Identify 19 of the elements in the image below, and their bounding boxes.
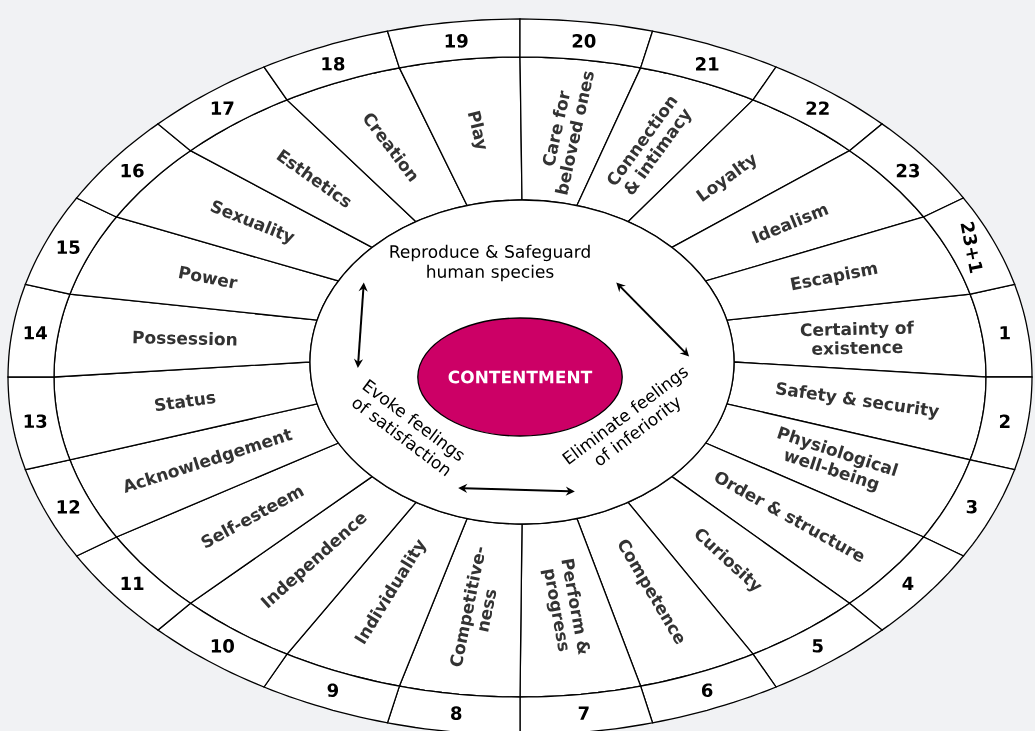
number-cell: 13 (7, 376, 71, 471)
number-cell: 20 (519, 18, 654, 69)
number-cell: 2 (969, 376, 1033, 471)
number-cell: 3 (922, 459, 1016, 557)
number-cell: 15 (24, 197, 118, 295)
number-cell: 8 (386, 685, 521, 731)
number-cell: 5 (752, 602, 884, 688)
number-cell: 7 (519, 685, 654, 731)
number-cell: 16 (75, 123, 192, 218)
number-cell: 23+1 (922, 197, 1016, 295)
number-cell: 11 (75, 536, 192, 631)
number-cell: 12 (24, 459, 118, 557)
number-cell: 6 (639, 653, 777, 724)
number-cell: 18 (263, 30, 401, 101)
number-cell: 23 (848, 123, 965, 218)
number-cell: 1 (969, 283, 1033, 378)
number-cell: 19 (386, 18, 521, 69)
number-cell: 14 (7, 283, 71, 378)
number-cell: 9 (263, 653, 401, 724)
